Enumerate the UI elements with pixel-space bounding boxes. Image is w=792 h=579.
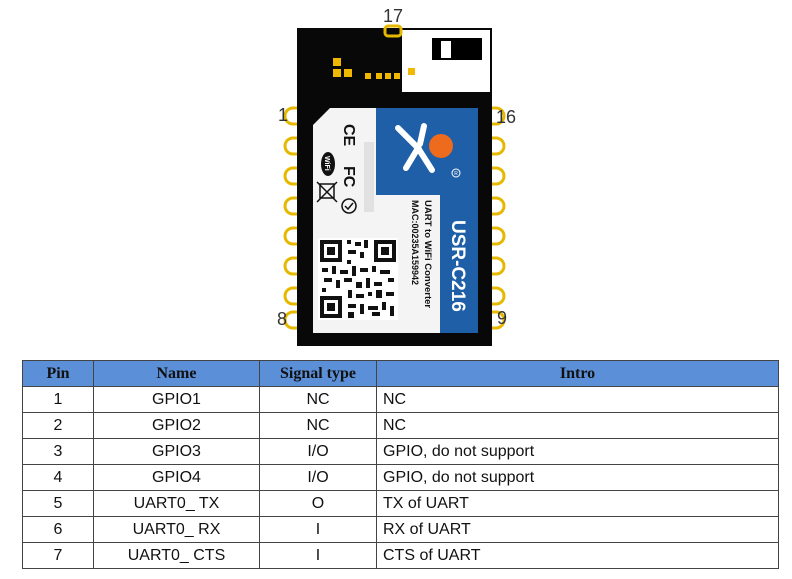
cell-name: GPIO2 (93, 412, 260, 439)
table-header-row: Pin Name Signal type Intro (22, 360, 779, 387)
module-drawing: R USR-C216 UART to WiFi Converter MAC:00… (283, 24, 506, 346)
header-pin: Pin (22, 360, 94, 387)
table-row: 2 GPIO2 NC NC (22, 412, 779, 439)
module-subtitle: UART to WiFi Converter (422, 200, 433, 308)
ce-mark: CE (340, 124, 357, 147)
usr-logo-icon (395, 123, 435, 173)
pad-17 (383, 24, 403, 38)
cell-pin: 5 (22, 490, 94, 517)
cell-name: UART0_ CTS (93, 542, 260, 569)
left-pads (283, 106, 297, 330)
registered-mark: R (454, 171, 458, 177)
mac-address: MAC:00235A159942 (410, 200, 420, 285)
cell-pin: 7 (22, 542, 94, 569)
cell-intro: CTS of UART (376, 542, 779, 569)
cell-intro: TX of UART (376, 490, 779, 517)
cell-intro: NC (376, 412, 779, 439)
module-name: USR-C216 (447, 220, 468, 312)
cell-signal: NC (259, 412, 377, 439)
pin-label-9: 9 (497, 308, 508, 328)
cell-intro: GPIO, do not support (376, 438, 779, 465)
fc-mark: FC (340, 166, 357, 188)
antenna-block (432, 38, 482, 60)
pin-label-1: 1 (278, 105, 289, 125)
table-row: 6 UART0_ RX I RX of UART (22, 516, 779, 543)
cell-pin: 3 (22, 438, 94, 465)
pin-label-17: 17 (383, 6, 404, 26)
cell-signal: O (259, 490, 377, 517)
pin-label-8: 8 (277, 309, 288, 329)
table-row: 7 UART0_ CTS I CTS of UART (22, 542, 779, 569)
weee-bin-icon (316, 181, 338, 203)
cell-signal: I/O (259, 464, 377, 491)
cell-pin: 1 (22, 386, 94, 413)
table-row: 4 GPIO4 I/O GPIO, do not support (22, 464, 779, 491)
cell-name: GPIO4 (93, 464, 260, 491)
cell-name: UART0_ TX (93, 490, 260, 517)
cell-signal: NC (259, 386, 377, 413)
cell-signal: I (259, 542, 377, 569)
wifi-badge (321, 152, 335, 176)
header-signal-type: Signal type (259, 360, 377, 387)
right-pads (492, 106, 506, 330)
pin-table: Pin Name Signal type Intro 1 GPIO1 NC NC… (22, 360, 779, 569)
wifi-badge-text: WiFi (323, 156, 330, 171)
cell-signal: I/O (259, 438, 377, 465)
header-name: Name (93, 360, 260, 387)
cell-intro: NC (376, 386, 779, 413)
logo-dot (429, 134, 453, 158)
rohs-icon (341, 198, 357, 214)
table-row: 1 GPIO1 NC NC (22, 386, 779, 413)
cell-pin: 6 (22, 516, 94, 543)
header-intro: Intro (376, 360, 779, 387)
cell-intro: GPIO, do not support (376, 464, 779, 491)
table-row: 3 GPIO3 I/O GPIO, do not support (22, 438, 779, 465)
cell-name: GPIO3 (93, 438, 260, 465)
table-row: 5 UART0_ TX O TX of UART (22, 490, 779, 517)
cell-pin: 2 (22, 412, 94, 439)
cell-name: UART0_ RX (93, 516, 260, 543)
cell-pin: 4 (22, 464, 94, 491)
cell-signal: I (259, 516, 377, 543)
cell-intro: RX of UART (376, 516, 779, 543)
cell-name: GPIO1 (93, 386, 260, 413)
module-figure: R USR-C216 UART to WiFi Converter MAC:00… (277, 6, 517, 346)
pin-label-16: 16 (496, 107, 517, 127)
qr-code (318, 238, 398, 320)
